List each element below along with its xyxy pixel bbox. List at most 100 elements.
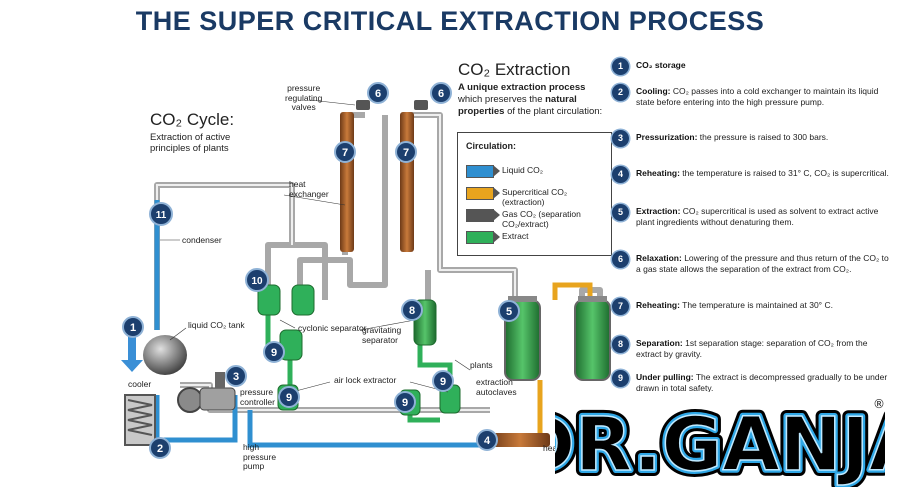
label-liquid-tank: liquid CO₂ tank — [188, 320, 245, 330]
step-6-title: Relaxation: — [636, 253, 682, 263]
label-pressure-valves-3: valves — [291, 102, 316, 112]
step-3-text: Pressurization: the pressure is raised t… — [636, 132, 892, 143]
step-8-body: 1st separation stage: separation of CO₂ … — [636, 338, 868, 359]
badge-7b: 7 — [395, 141, 417, 163]
step-6-badge: 6 — [612, 251, 629, 268]
step-2-text: Cooling: CO₂ passes into a cold exchange… — [636, 86, 892, 108]
badge-10-text: 10 — [251, 276, 263, 287]
step-9-body: The extract is decompressed gradually to… — [636, 372, 888, 393]
co2-extraction-line3-post: of the plant circulation: — [504, 106, 603, 117]
label-cyclonic-separator: cyclonic separator — [298, 323, 367, 333]
step-3-badge: 3 — [612, 130, 629, 147]
step-9-title: Under pulling: — [636, 372, 694, 382]
step-2-badge: 2 — [612, 84, 629, 101]
badge-10: 10 — [245, 268, 269, 292]
label-pressure-controller-1: pressure — [240, 387, 274, 397]
label-pressure-valves-2: regulating — [285, 92, 323, 103]
badge-9a: 9 — [263, 341, 285, 363]
badge-5: 5 — [498, 300, 520, 322]
badge-2: 2 — [149, 437, 171, 459]
label-high-pressure-pump-1: high — [243, 442, 260, 452]
badge-3-text: 3 — [233, 371, 239, 383]
step-5-text: Extraction: CO₂ supercritical is used as… — [636, 206, 892, 228]
badge-3: 3 — [225, 365, 247, 387]
badge-7a-text: 7 — [342, 147, 348, 159]
cyclonic-separators — [257, 284, 315, 361]
step-4-title: Reheating: — [636, 168, 680, 178]
flow-arrow-icon — [121, 335, 143, 372]
label-heat-exchanger: heat exchanger — [289, 179, 329, 199]
co2-extraction-line3: properties of the plant circulation: — [458, 106, 602, 117]
legend-swatch-supercritical — [466, 187, 500, 200]
legend-swatch-liquid — [466, 165, 500, 178]
badge-5-text: 5 — [506, 306, 512, 318]
badge-11-text: 11 — [156, 210, 167, 221]
label-gravitating-separator-2: separator — [362, 334, 398, 345]
co2-extraction-line3-bold: properties — [458, 106, 505, 117]
badge-6a: 6 — [367, 82, 389, 104]
badge-9c-text: 9 — [402, 397, 408, 409]
badge-6b: 6 — [430, 82, 452, 104]
label-extraction-autoclaves: extraction autoclaves — [476, 377, 517, 397]
cooler — [124, 394, 156, 446]
logo-outline: DR.GANJA — [555, 402, 885, 487]
step-4-text: Reheating: the temperature is raised to … — [636, 168, 892, 179]
label-cooler: cooler — [128, 379, 152, 389]
badge-8: 8 — [401, 299, 423, 321]
label-pressure-valves: pressure regulating valves — [285, 83, 323, 113]
legend-row-liquid: Liquid CO₂ — [466, 163, 611, 179]
legend-label-liquid: Liquid CO₂ — [502, 165, 544, 175]
label-hea: hea — [543, 443, 558, 453]
step-8-title: Separation: — [636, 338, 683, 348]
step-5-title: Extraction: — [636, 206, 681, 216]
dr-ganja-logo: DR.GANJA DR.GANJA DR.GANJA ® — [555, 392, 885, 487]
badge-9d-text: 9 — [440, 376, 446, 388]
co2-extraction-heading: CO₂ Extraction — [458, 60, 571, 79]
step-5-body: CO₂ supercritical is used as solvent to … — [636, 206, 879, 227]
badge-6b-text: 6 — [438, 88, 444, 100]
label-gravitating-separator-1: gravitating — [362, 325, 402, 335]
pressure-valves — [356, 100, 428, 110]
step-8-text: Separation: 1st separation stage: separa… — [636, 338, 892, 360]
badge-9c: 9 — [394, 391, 416, 413]
heater — [490, 433, 550, 447]
legend-swatch-gas — [466, 209, 500, 222]
step-2-title: Cooling: — [636, 86, 671, 96]
legend-row-gas: Gas CO₂ (separation CO₂/extract) — [466, 207, 611, 229]
label-high-pressure-pump-2: pressure — [243, 451, 277, 462]
step-1-badge: 1 — [612, 58, 629, 75]
logo-text: DR.GANJA — [555, 402, 885, 487]
step-9-badge: 9 — [612, 370, 629, 387]
legend-label-supercritical: Supercritical CO₂ (extraction) — [502, 187, 568, 207]
legend-row-supercritical: Supercritical CO₂ (extraction) — [466, 185, 611, 207]
legend-title: Circulation: — [466, 141, 517, 151]
label-high-pressure-pump-3: pump — [243, 461, 265, 471]
label-gravitating-separator: gravitating separator — [362, 325, 402, 345]
step-1-text: CO₂ storage — [636, 60, 892, 71]
logo-glow: DR.GANJA — [555, 402, 885, 487]
circulation-legend: Circulation: Liquid CO₂ Supercritical CO… — [457, 132, 612, 256]
label-condenser: condenser — [182, 235, 222, 245]
badge-6a-text: 6 — [375, 88, 381, 100]
badge-1: 1 — [122, 316, 144, 338]
step-5-badge: 5 — [612, 204, 629, 221]
badge-4: 4 — [476, 429, 498, 451]
co2-extraction-line2-bold: natural — [545, 94, 577, 105]
badge-8-text: 8 — [409, 305, 415, 317]
co2-extraction-line2: which preserves the natural — [458, 94, 577, 105]
badge-2-text: 2 — [157, 443, 163, 455]
co2-cycle-sub-2: principles of plants — [150, 143, 229, 154]
badge-1-text: 1 — [130, 322, 136, 334]
step-3-title: Pressurization: — [636, 132, 698, 142]
badge-7a: 7 — [334, 141, 356, 163]
step-7-title: Reheating: — [636, 300, 680, 310]
step-7-text: Reheating: The temperature is maintained… — [636, 300, 892, 311]
badge-9a-text: 9 — [271, 347, 277, 359]
step-4-badge: 4 — [612, 166, 629, 183]
co2-cycle-heading: CO₂ Cycle: — [150, 110, 235, 129]
label-pressure-valves-1: pressure — [287, 83, 321, 93]
label-extraction-autoclaves-2: autoclaves — [476, 386, 517, 397]
label-heat-exchanger-2: exchanger — [289, 188, 329, 199]
